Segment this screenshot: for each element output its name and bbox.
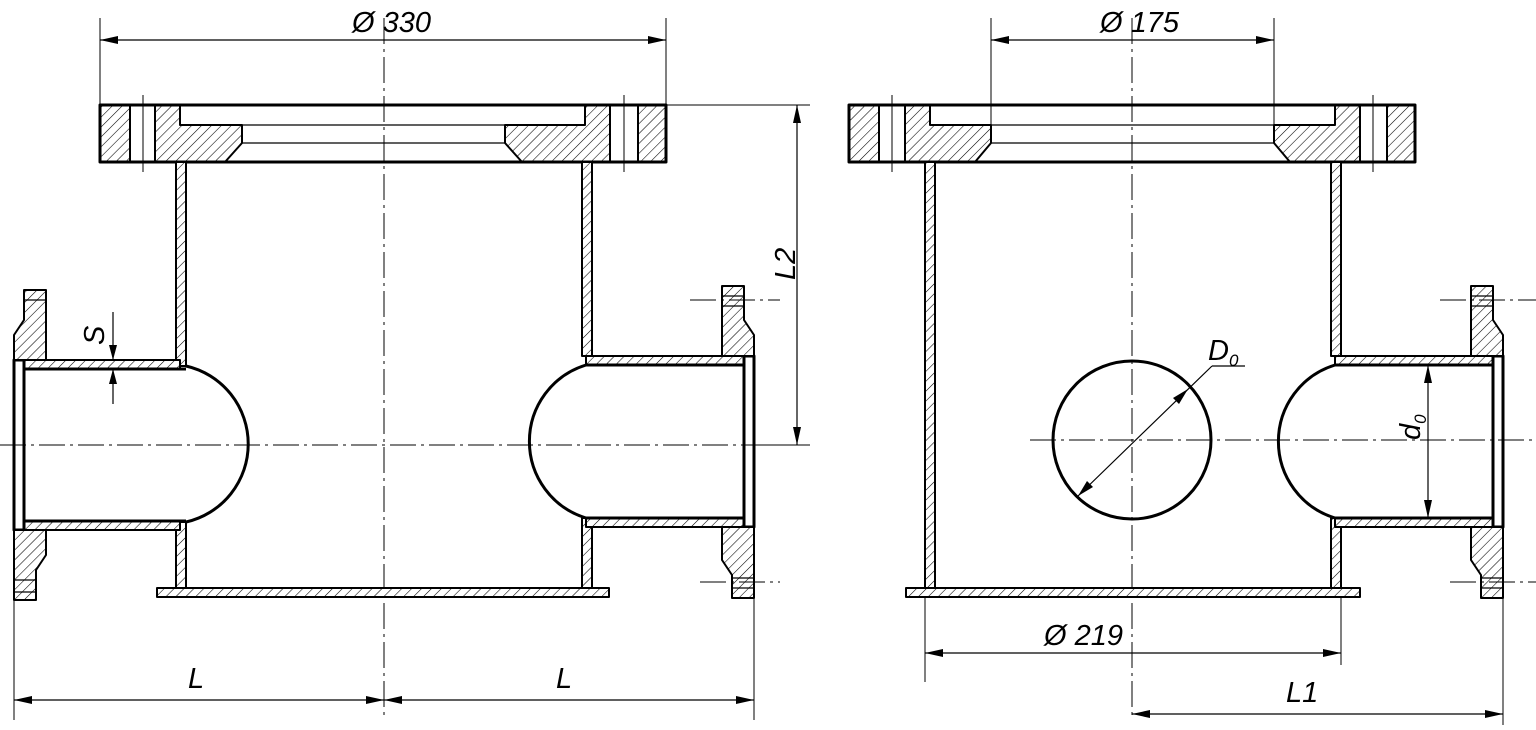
dim-flange-diameter-left-label: Ø 330: [351, 7, 431, 39]
dim-height-label: L2: [770, 248, 802, 280]
dim-lengths: L L: [13, 598, 755, 720]
dim-length-right-label: L: [556, 663, 572, 695]
dim-flange-diameter-right-label: Ø 175: [1099, 7, 1180, 39]
right-bottom-plate: [905, 587, 1361, 598]
dim-wall-thickness: S: [79, 312, 117, 404]
dim-length-right-label: L1: [1286, 677, 1318, 709]
dim-branch-diameter: d0: [1395, 365, 1432, 518]
left-view: Ø 330 L2 S L L: [0, 7, 810, 720]
dim-pipe-diameter-label: Ø 219: [1043, 620, 1123, 652]
dim-wall-thickness-label: S: [79, 325, 111, 345]
dim-pipe-diameter: Ø 219: [924, 597, 1342, 682]
dim-hole-label: D0: [1208, 335, 1239, 370]
dim-branch-diameter-label: d0: [1395, 414, 1430, 440]
right-view: D0 d0: [847, 7, 1536, 725]
right-main-wall-right-lower: [1330, 517, 1342, 589]
dim-flange-diameter-right: Ø 175: [990, 7, 1275, 125]
left-branch-right: [527, 285, 780, 599]
left-bottom-plate: [156, 587, 610, 598]
right-main-wall-left: [924, 161, 936, 589]
dim-length-right: L1: [1132, 598, 1504, 725]
right-branch: [1276, 285, 1536, 599]
side-hole: [1051, 359, 1213, 521]
right-main-wall-right-upper: [1330, 161, 1342, 357]
dim-hole-leader: [1077, 365, 1213, 497]
right-top-flange: [847, 95, 1417, 172]
left-branch-left: [12, 289, 250, 601]
left-top-flange: [98, 95, 668, 172]
dim-height: L2: [666, 104, 810, 446]
dim-flange-diameter-left: Ø 330: [99, 7, 667, 105]
dim-length-left-label: L: [188, 663, 204, 695]
